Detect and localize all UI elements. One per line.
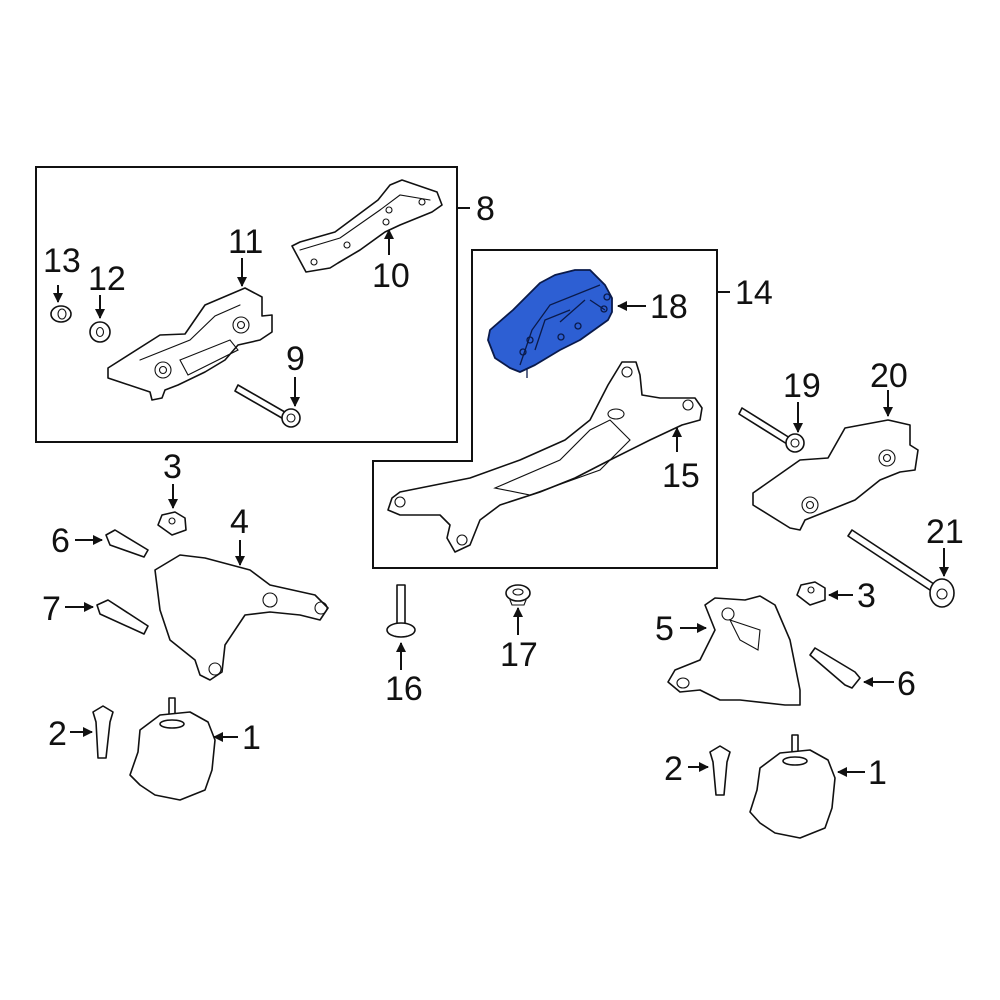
bolt-part-9[interactable]: [234, 384, 301, 428]
crossmember-part-15[interactable]: [387, 361, 703, 553]
engine-mount-part-1-right[interactable]: [749, 734, 836, 839]
callout-7: 7: [42, 590, 61, 628]
bracket-part-10[interactable]: [291, 179, 443, 273]
engine-mount-part-1-left[interactable]: [129, 697, 216, 801]
mount-part-20[interactable]: [752, 419, 919, 531]
bolt-part-6-left[interactable]: [105, 529, 149, 558]
callout-4: 4: [230, 503, 249, 541]
bolt-part-21[interactable]: [847, 529, 955, 608]
callout-10: 10: [372, 257, 410, 295]
callout-12: 12: [88, 260, 126, 298]
callout-16: 16: [385, 670, 423, 708]
leader-arrows: [53, 229, 949, 777]
nut-part-13[interactable]: [50, 305, 72, 323]
callout-6-left: 6: [51, 522, 70, 560]
nut-part-3-left[interactable]: [157, 511, 187, 536]
callout-3-left: 3: [163, 448, 182, 486]
callout-18: 18: [650, 288, 688, 326]
callout-11: 11: [228, 223, 263, 261]
callout-1-right: 1: [868, 754, 887, 792]
bolt-part-2-right[interactable]: [709, 745, 731, 796]
bolt-part-6-right[interactable]: [809, 647, 861, 689]
callout-20: 20: [870, 357, 908, 395]
callout-labels: 13 12 11 10 9 8 14 18 15 19 20 21 3 6 4 …: [42, 190, 964, 792]
mount-arm-part-4[interactable]: [154, 554, 329, 681]
group-box-14: [372, 249, 718, 569]
callout-5: 5: [655, 610, 674, 648]
transmission-mount-part-18[interactable]: [487, 269, 613, 378]
callout-14: 14: [735, 274, 773, 312]
stud-part-16[interactable]: [386, 584, 416, 638]
washer-part-12[interactable]: [89, 321, 111, 343]
bolt-part-7[interactable]: [96, 599, 149, 635]
callout-15: 15: [662, 457, 700, 495]
callout-13: 13: [43, 242, 81, 280]
callout-3-right: 3: [857, 577, 876, 615]
callout-2-left: 2: [48, 715, 67, 753]
callout-17: 17: [500, 636, 538, 674]
nut-part-17[interactable]: [505, 584, 531, 606]
mount-part-11[interactable]: [107, 287, 273, 401]
bolt-part-2-left[interactable]: [92, 705, 114, 759]
callout-21: 21: [926, 513, 964, 551]
callout-6-right: 6: [897, 665, 916, 703]
callout-2-right: 2: [664, 750, 683, 788]
nut-part-3-right[interactable]: [796, 581, 826, 606]
group-box-8: [35, 166, 458, 443]
callout-19: 19: [783, 367, 821, 405]
mount-part-5[interactable]: [667, 595, 801, 706]
bolt-part-19[interactable]: [738, 407, 805, 453]
callout-1-left: 1: [242, 719, 261, 757]
callout-9: 9: [286, 340, 305, 378]
callout-8: 8: [476, 190, 495, 228]
